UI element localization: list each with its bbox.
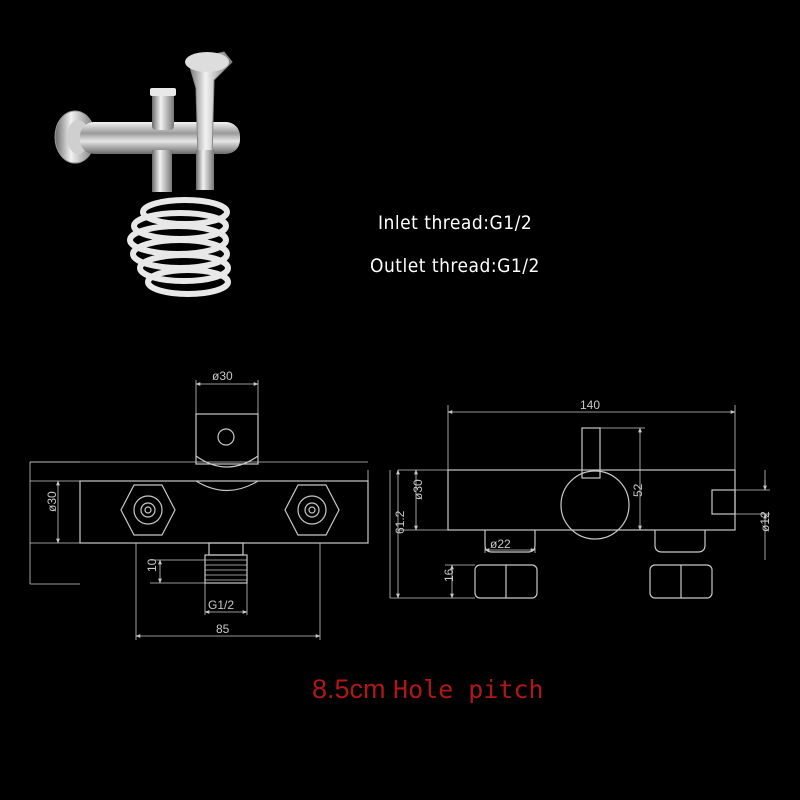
front-width: 85 bbox=[216, 622, 230, 636]
coiled-hose bbox=[127, 197, 231, 297]
front-view bbox=[29, 380, 369, 640]
hole-pitch-label: Hole pitch bbox=[393, 675, 544, 704]
front-top-diameter: ø30 bbox=[212, 369, 233, 383]
front-thread-label: G1/2 bbox=[208, 598, 234, 612]
bidet-sprayer bbox=[187, 51, 233, 159]
hole-pitch-value: 8.5cm bbox=[312, 674, 386, 704]
side-length: 140 bbox=[580, 398, 600, 412]
outlet-thread-spec: Outlet thread:G1/2 bbox=[370, 255, 540, 277]
side-nut-height: 16 bbox=[442, 568, 456, 582]
side-overall-height: 61.2 bbox=[393, 510, 407, 534]
side-nut-diameter: ø22 bbox=[490, 537, 511, 551]
hole-pitch-caption: 8.5cm Hole pitch bbox=[312, 674, 544, 705]
side-height: 52 bbox=[631, 483, 645, 497]
side-view bbox=[389, 405, 770, 599]
inlet-thread-spec: Inlet thread:G1/2 bbox=[378, 212, 533, 234]
front-body-diameter: ø30 bbox=[45, 491, 59, 512]
valve-handle bbox=[152, 92, 174, 130]
side-outlet-diameter: ø12 bbox=[758, 511, 772, 532]
front-thread-depth: 10 bbox=[145, 558, 159, 572]
side-body-diameter: ø30 bbox=[411, 479, 425, 500]
